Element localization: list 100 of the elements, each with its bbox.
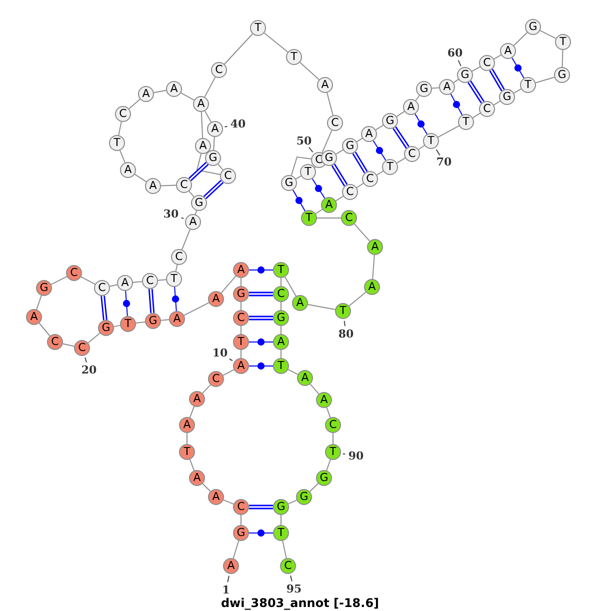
base-pair-line xyxy=(203,180,224,200)
nucleotide-circle: A xyxy=(233,358,249,374)
backbone-line xyxy=(113,324,121,328)
backbone-line xyxy=(189,458,195,472)
nucleotide-circle: A xyxy=(179,417,195,433)
position-number: 30 xyxy=(163,208,179,220)
backbone-line xyxy=(493,100,501,106)
backbone-line xyxy=(326,459,331,471)
nucleotide-circle: T xyxy=(520,77,536,93)
base-pair-line xyxy=(249,316,273,320)
base-pair-line xyxy=(331,164,348,186)
nucleotide-circle: T xyxy=(458,114,474,130)
nucleotide-circle: G xyxy=(342,138,358,154)
backbone-line xyxy=(134,174,147,182)
nucleotide-circle: G xyxy=(273,310,289,326)
backbone-line xyxy=(153,90,167,94)
backbone-line xyxy=(375,124,384,130)
nucleotide-circle: A xyxy=(166,81,182,97)
backbone-line xyxy=(322,130,332,154)
base-pair-line xyxy=(248,532,274,534)
backbone-line xyxy=(222,499,234,505)
nucleotide-circle: C xyxy=(404,146,420,162)
base-pair-line xyxy=(249,292,273,296)
backbone-line xyxy=(310,384,320,394)
backbone-line xyxy=(36,295,42,310)
backbone-line xyxy=(332,432,334,444)
backbone-line xyxy=(88,332,100,344)
base-pair-line xyxy=(414,113,428,135)
nucleotide-circle: T xyxy=(109,135,125,151)
nucleotide-circle: A xyxy=(189,391,205,407)
nucleotide-circle: G xyxy=(316,470,332,486)
backbone-line xyxy=(326,92,334,116)
nucleotide-circle: A xyxy=(439,79,455,95)
nucleotide-circle: C xyxy=(233,499,249,515)
backbone-line xyxy=(396,110,405,118)
backbone-line xyxy=(280,302,282,310)
nucleotide-circle: A xyxy=(120,162,136,178)
nucleotide-circle: T xyxy=(423,133,439,149)
nucleotide-circle: A xyxy=(195,138,211,154)
base-pair-line xyxy=(125,290,128,317)
nucleotide-circle: G xyxy=(205,150,221,166)
base-pair-line xyxy=(392,126,410,149)
nucleotide-circle: C xyxy=(362,171,378,187)
backbone-line xyxy=(280,326,282,334)
nucleotide-circle: G xyxy=(98,320,114,336)
backbone-line xyxy=(396,158,406,164)
base-pair-line xyxy=(148,288,155,314)
nucleotide-circle: G xyxy=(191,195,207,211)
nucleotide-circle: C xyxy=(94,280,110,296)
base-pair-line xyxy=(312,178,326,199)
backbone-line xyxy=(288,369,298,375)
backbone-line xyxy=(438,125,460,138)
nucleotide-circle: C xyxy=(208,371,224,387)
backbone-line xyxy=(372,254,375,280)
nucleotide-circle: A xyxy=(138,86,154,102)
nucleotide-circle: G xyxy=(457,67,473,83)
backbone-line xyxy=(218,164,224,170)
base-pair-line xyxy=(100,296,108,320)
backbone-line xyxy=(493,54,502,60)
nucleotide-circle: G xyxy=(499,89,515,105)
position-number: 60 xyxy=(447,46,463,60)
nucleotide-circle: G xyxy=(321,150,337,166)
backbone-line xyxy=(220,276,236,294)
nucleotide-circle: A xyxy=(367,239,383,255)
backbone-line xyxy=(535,76,555,84)
backbone-line xyxy=(315,208,323,214)
backbone-line xyxy=(264,32,288,52)
backbone-line xyxy=(135,321,146,324)
position-number: 10 xyxy=(212,346,228,360)
backbone-line xyxy=(62,343,75,347)
nucleotide-circle: C xyxy=(47,334,63,350)
base-pair-line xyxy=(352,152,368,174)
nucleotide-circle: G xyxy=(273,499,289,515)
nucleotide-circle: C xyxy=(171,249,187,265)
nucleotide-circle: A xyxy=(117,275,133,291)
nucleotide-circle: C xyxy=(325,417,341,433)
backbone-line xyxy=(202,384,211,394)
nucleotide-circle: C xyxy=(273,286,289,302)
nucleotide-circle: A xyxy=(316,392,332,408)
nucleotide-circle: T xyxy=(250,20,266,36)
position-number: 95 xyxy=(286,582,302,596)
backbone-line xyxy=(189,406,195,418)
base-pair-line xyxy=(174,286,177,312)
backbone-line xyxy=(453,78,459,84)
backbone-line xyxy=(299,62,320,80)
backbone-line xyxy=(224,33,254,65)
nucleotide-circle: C xyxy=(479,55,495,71)
backbone-line xyxy=(240,278,242,286)
backbone-line xyxy=(232,540,240,559)
backbone-line xyxy=(160,184,176,186)
backbone-line xyxy=(282,540,287,559)
nucleotide-circle: G xyxy=(145,313,161,329)
nucleotide-circle: T xyxy=(325,444,341,460)
nucleotide-circle: A xyxy=(208,489,224,505)
nucleotide-circle: A xyxy=(317,77,333,93)
nucleotide-circle: T xyxy=(166,271,182,287)
nucleotide-circle: C xyxy=(479,101,495,117)
backbone-line xyxy=(222,369,234,376)
nucleotide-circle: A xyxy=(292,295,308,311)
backbone-line xyxy=(38,322,50,336)
